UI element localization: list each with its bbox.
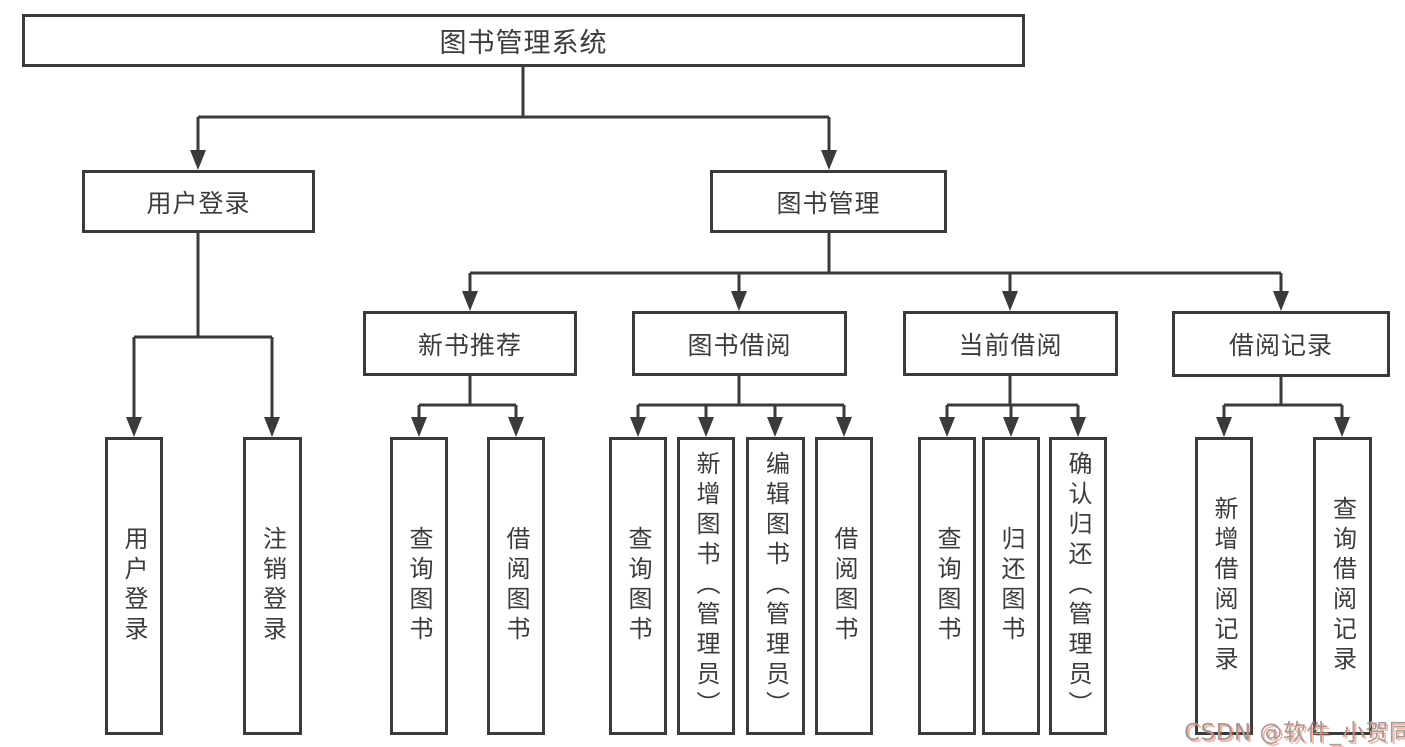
node-current-borrowing: 当前借阅 — [903, 311, 1118, 376]
node-borrow-records: 借阅记录 — [1172, 311, 1390, 377]
leaf-query-books-recommend: 查询图书 — [390, 437, 448, 735]
node-user-login-branch: 用户登录 — [82, 170, 315, 233]
leaf-query-books-borrow: 查询图书 — [609, 437, 667, 735]
leaf-confirm-return-admin: 确认归还（管理员） — [1049, 437, 1107, 735]
leaf-logout: 注销登录 — [243, 437, 302, 735]
node-new-book-recommend: 新书推荐 — [363, 311, 577, 376]
leaf-edit-books-admin: 编辑图书（管理员） — [746, 437, 805, 735]
leaf-add-borrow-record: 新增借阅记录 — [1195, 437, 1253, 735]
node-book-borrowing: 图书借阅 — [632, 311, 847, 376]
leaf-query-books-current: 查询图书 — [918, 437, 976, 735]
leaf-user-login: 用户登录 — [105, 437, 163, 735]
leaf-borrow-books: 借阅图书 — [815, 437, 873, 735]
node-book-management-branch: 图书管理 — [710, 170, 947, 233]
csdn-watermark: CSDN @软件_小贺同学 — [1184, 720, 1405, 746]
leaf-add-books-admin: 新增图书（管理员） — [677, 437, 735, 735]
leaf-query-borrow-record: 查询借阅记录 — [1313, 437, 1372, 735]
node-root-system: 图书管理系统 — [22, 14, 1025, 67]
leaf-borrow-books-recommend: 借阅图书 — [487, 437, 545, 735]
leaf-return-books: 归还图书 — [982, 437, 1040, 735]
